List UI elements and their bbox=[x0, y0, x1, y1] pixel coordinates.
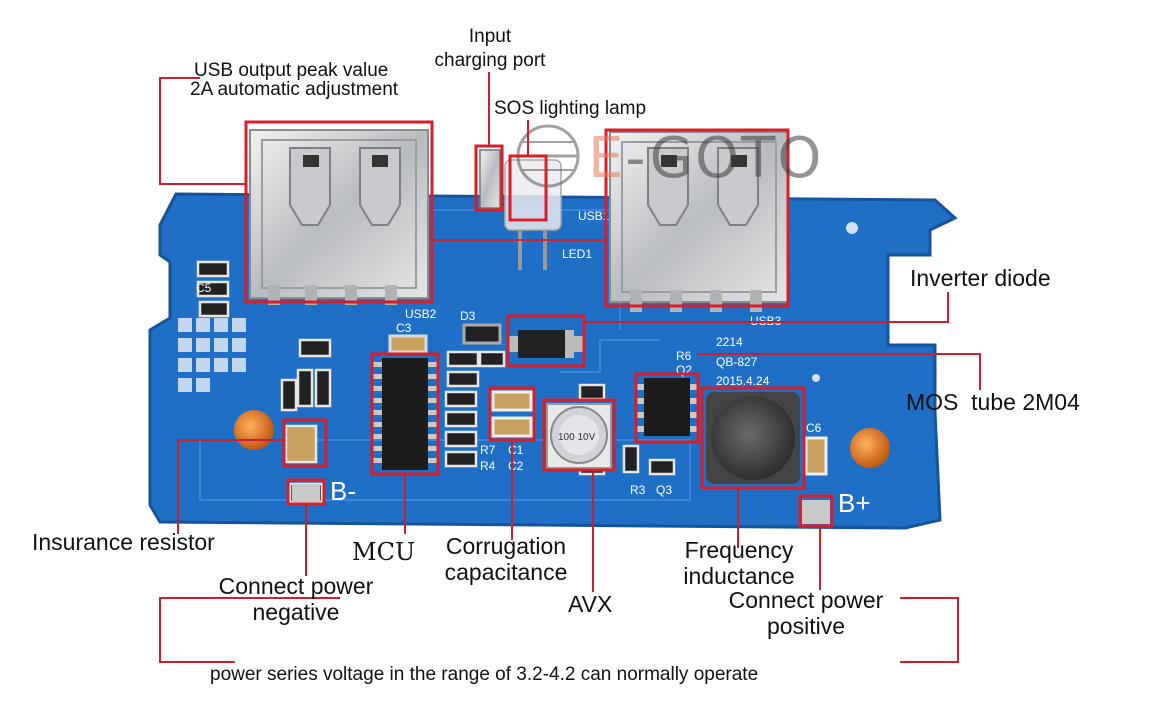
silk-r3: R3 bbox=[630, 483, 646, 497]
label-sos-lamp: SOS lighting lamp bbox=[494, 98, 647, 119]
silk-r7: R7 bbox=[480, 443, 496, 457]
silk-c3: C3 bbox=[396, 321, 412, 335]
silk-usb1: USB1 bbox=[578, 209, 610, 223]
footer-bracket-right bbox=[900, 597, 959, 663]
silk-c5: C5 bbox=[196, 281, 212, 295]
label-corrugation-line1: Corrugation bbox=[445, 533, 567, 559]
label-input-port-line2: charging port bbox=[434, 50, 546, 71]
label-neg-line1: Connect power bbox=[218, 573, 374, 599]
leader-inverter-diode bbox=[584, 292, 949, 323]
silk-b-minus: B- bbox=[330, 476, 356, 506]
brand-prefix: E bbox=[588, 126, 626, 191]
label-mos-tube: MOS tube 2M04 bbox=[906, 389, 1080, 415]
label-corrugation-line2: capacitance bbox=[444, 559, 568, 585]
label-pos-line2: positive bbox=[767, 613, 845, 639]
silk-led1: LED1 bbox=[562, 247, 592, 261]
label-neg-line2: negative bbox=[252, 599, 340, 625]
c3-component bbox=[388, 334, 428, 354]
micro-usb-input bbox=[479, 149, 501, 209]
mount-hole-mid bbox=[812, 374, 820, 382]
label-insurance-resistor: Insurance resistor bbox=[32, 529, 215, 555]
pcb-trace-2 bbox=[560, 339, 660, 373]
usb-port-right bbox=[609, 131, 789, 312]
leader-insurance-resistor bbox=[177, 439, 284, 534]
box-usb-left bbox=[244, 120, 434, 304]
mount-hole-top-right bbox=[846, 222, 858, 234]
box-b-plus bbox=[798, 494, 834, 528]
label-footer: power series voltage in the range of 3.2… bbox=[210, 664, 759, 685]
silk-d3: D3 bbox=[460, 309, 476, 323]
label-avx: AVX bbox=[568, 591, 613, 617]
label-mcu: MCU bbox=[352, 538, 416, 566]
box-insurance-resistor bbox=[282, 418, 328, 468]
label-frequency-line1: Frequency bbox=[684, 537, 794, 563]
b-plus-pad bbox=[802, 500, 830, 524]
left-pad-array bbox=[178, 318, 246, 392]
silk-board-model: QB-827 bbox=[716, 355, 758, 369]
label-usb-output-line2: 2A automatic adjustment bbox=[190, 79, 399, 100]
label-input-port-line1: Input bbox=[468, 26, 512, 47]
box-inductor bbox=[700, 386, 806, 490]
orange-pad-right bbox=[850, 428, 890, 468]
d3-component bbox=[462, 323, 502, 345]
leader-usb-output bbox=[159, 77, 246, 185]
leader-mos-tube bbox=[698, 353, 981, 390]
silk-r4: R4 bbox=[480, 459, 496, 473]
silk-r6: R6 bbox=[676, 349, 692, 363]
brand-watermark: E-GOTO bbox=[588, 126, 823, 191]
silk-usb2: USB2 bbox=[405, 307, 437, 321]
silk-b-plus: B+ bbox=[838, 488, 871, 518]
c6-capacitor bbox=[804, 436, 828, 476]
box-inverter-diode bbox=[506, 314, 586, 368]
silk-c6: C6 bbox=[806, 421, 822, 435]
silk-cap-value: 100 10V bbox=[558, 432, 596, 443]
label-frequency-line2: inductance bbox=[683, 563, 795, 589]
silk-c1: C1 bbox=[508, 443, 524, 457]
box-avx bbox=[542, 398, 616, 472]
brand-name: -GOTO bbox=[625, 126, 824, 191]
label-pos-line1: Connect power bbox=[728, 587, 884, 613]
orange-pad-left bbox=[234, 410, 274, 450]
frequency-inductor bbox=[706, 392, 800, 484]
avx-capacitor bbox=[546, 403, 612, 469]
footer-bracket-left bbox=[159, 597, 340, 663]
corrugation-capacitors bbox=[491, 390, 533, 438]
silk-q3: Q3 bbox=[656, 483, 672, 497]
silk-board-date: 2015.4.24 bbox=[716, 374, 770, 388]
b-minus-pad bbox=[292, 484, 320, 502]
label-usb-output-line1: USB output peak value bbox=[194, 60, 389, 81]
mos-tube-chip bbox=[636, 378, 698, 436]
mcu-chip bbox=[372, 358, 438, 470]
usb-port-left bbox=[249, 129, 429, 305]
label-inverter-diode: Inverter diode bbox=[910, 265, 1051, 291]
silk-board-id: 2214 bbox=[716, 335, 743, 349]
box-usb-right bbox=[604, 128, 790, 308]
silk-c2: C2 bbox=[508, 459, 524, 473]
inverter-diode-chip bbox=[508, 330, 584, 358]
box-mos-tube bbox=[634, 372, 700, 444]
